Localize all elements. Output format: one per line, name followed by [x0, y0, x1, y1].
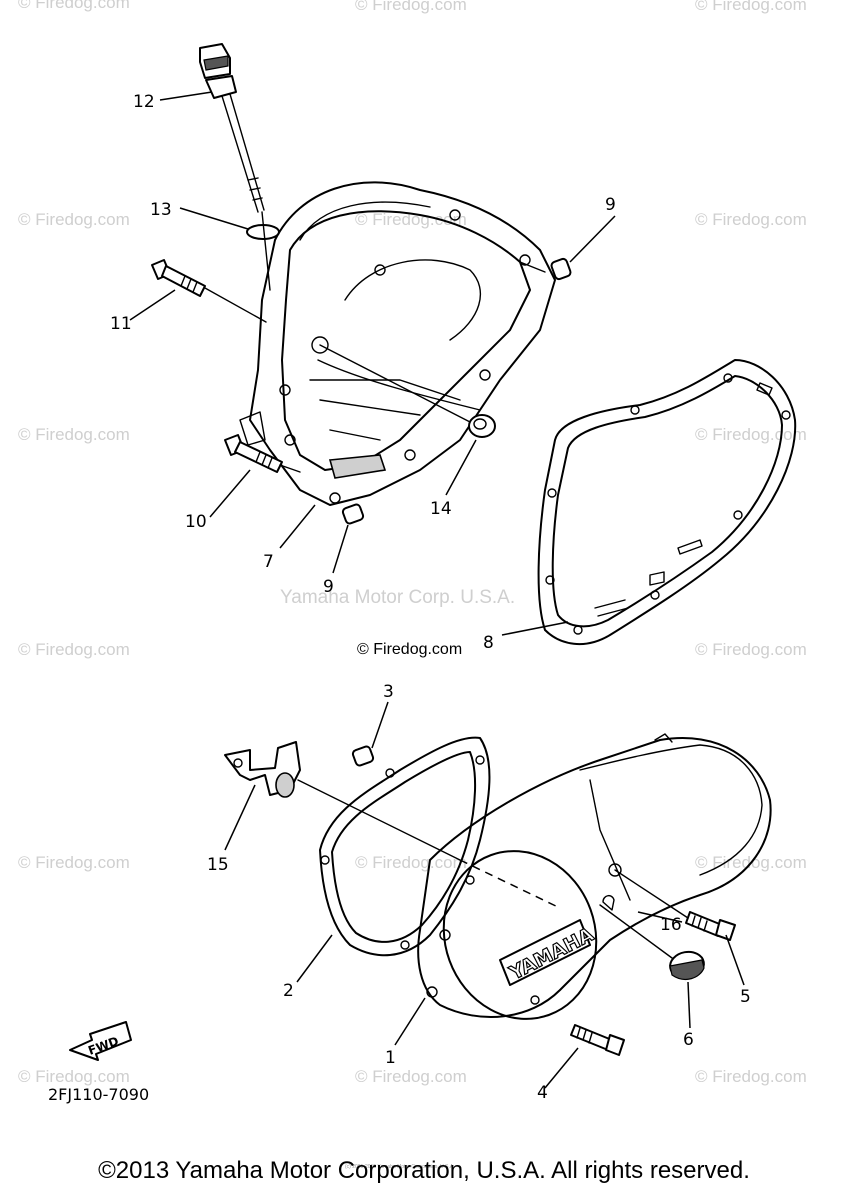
callout-14: 14 — [430, 499, 452, 519]
gasket-part-2 — [319, 736, 491, 957]
callout-11: 11 — [110, 314, 132, 334]
callout-7: 7 — [263, 552, 274, 572]
bolt-part-11 — [151, 259, 206, 297]
watermark: © Firedog.com — [695, 425, 807, 444]
callout-2: 2 — [283, 981, 294, 1001]
callout-6: 6 — [683, 1030, 694, 1050]
watermark: © Firedog.com — [18, 1067, 130, 1086]
crankcase-cover-part-1: YAMAHA — [417, 733, 772, 1020]
callout-15: 15 — [207, 855, 229, 875]
watermark: © Firedog.com — [695, 1067, 807, 1086]
callout-9-top: 9 — [605, 195, 616, 215]
dowel-pin-part-9 — [341, 503, 365, 525]
watermark-layer: © Firedog.com © Firedog.com © Firedog.co… — [18, 0, 807, 1170]
bolt-part-4 — [570, 1024, 625, 1056]
callout-1: 1 — [385, 1048, 396, 1068]
watermark: © Firedog.com — [355, 1067, 467, 1086]
watermark: © Firedog.com — [355, 853, 467, 872]
dowel-pin-part-9 — [550, 257, 572, 281]
watermark: © Firedog.com — [695, 640, 807, 659]
callout-labels: 12 13 11 9 10 7 9 14 8 3 15 2 1 4 6 5 16… — [48, 92, 751, 1104]
dipstick-part-12 — [199, 43, 265, 213]
callout-16: 16 — [660, 915, 682, 935]
callout-9-bottom: 9 — [323, 577, 334, 597]
watermark: © Firedog.com — [18, 425, 130, 444]
crankcase-cover-part-7 — [239, 181, 556, 506]
callout-12: 12 — [133, 92, 155, 112]
watermark: © Firedog.com — [355, 210, 467, 229]
yamaha-corp-watermark: Yamaha Motor Corp. U.S.A. — [280, 587, 515, 608]
watermark: © Firedog.com — [18, 640, 130, 659]
tiny-copyright-watermark: (c) 2005-2015 Yamaha Motor Corporation, … — [345, 1164, 455, 1170]
bolt-part-5 — [685, 911, 736, 941]
oil-seal-part-14 — [468, 414, 496, 438]
watermark: © Firedog.com — [18, 210, 130, 229]
yamaha-badge-text: YAMAHA — [505, 923, 597, 984]
plug-part-6 — [669, 950, 705, 980]
callout-4: 4 — [537, 1083, 548, 1103]
bolt-part-10 — [224, 434, 283, 473]
watermark: © Firedog.com — [695, 210, 807, 229]
callout-8: 8 — [483, 633, 494, 653]
callout-13: 13 — [150, 200, 172, 220]
watermark: © Firedog.com — [355, 0, 467, 14]
callout-5: 5 — [740, 987, 751, 1007]
callout-3: 3 — [383, 682, 394, 702]
callout-10: 10 — [185, 512, 207, 532]
watermark: © Firedog.com — [18, 0, 130, 12]
fwd-arrow-icon: FWD — [69, 1021, 132, 1061]
diagram-code: 2FJ110-7090 — [48, 1085, 149, 1104]
dowel-pin-part-3 — [351, 745, 375, 767]
copyright-footer: ©2013 Yamaha Motor Corporation, U.S.A. A… — [98, 1157, 750, 1184]
leader-lines — [129, 91, 745, 1089]
gasket-part-8 — [537, 359, 797, 646]
bracket-part-15 — [224, 741, 301, 798]
firedog-watermark-dark: © Firedog.com — [357, 641, 462, 658]
watermark: © Firedog.com — [695, 0, 807, 14]
watermark: © Firedog.com — [18, 853, 130, 872]
